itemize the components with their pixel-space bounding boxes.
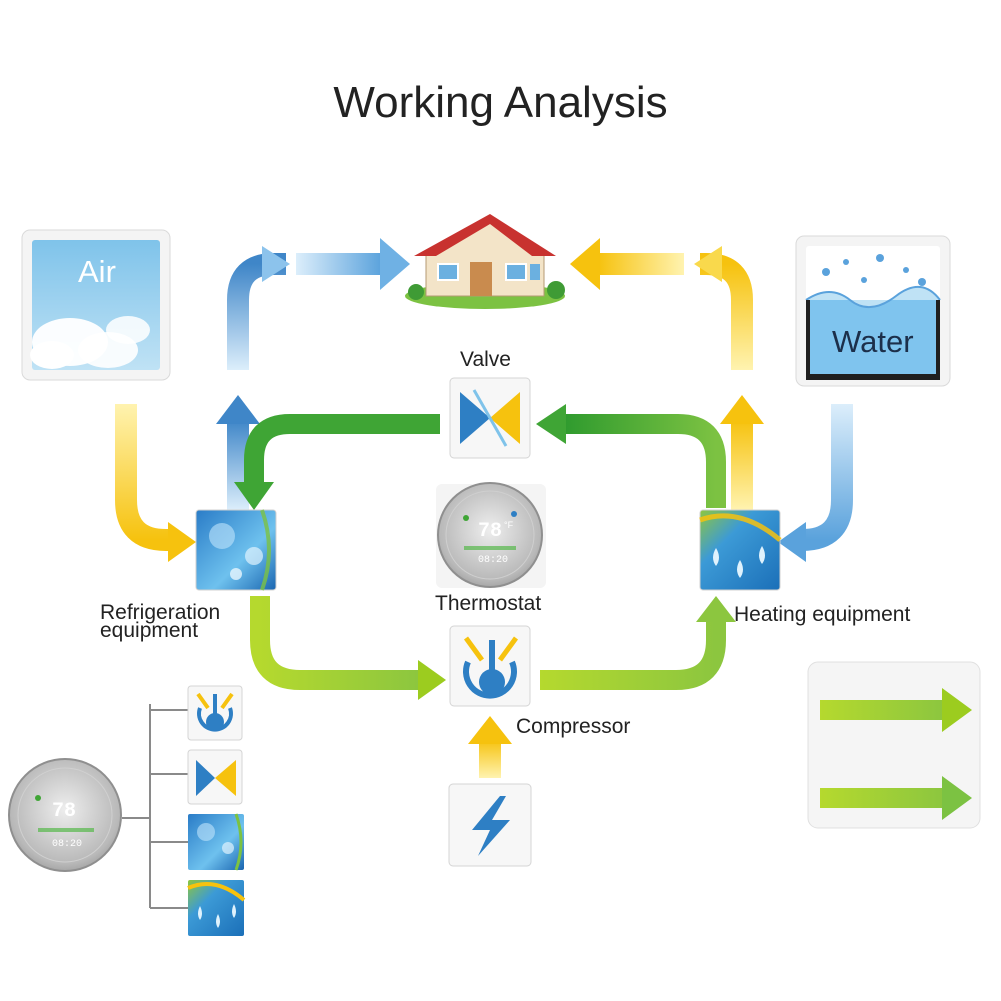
heating-to-house-arrow (570, 238, 764, 510)
lightning-icon (448, 783, 532, 867)
compressor-icon (449, 625, 531, 707)
refrigeration-label-line1: Refrigeration (100, 601, 220, 624)
valve-icon (449, 377, 531, 459)
thermostat-controls-tree: 78 08:20 (8, 685, 246, 936)
air-card: Air (21, 229, 171, 381)
heating-label: Heating equipment (734, 603, 910, 626)
legend-arrow-1 (820, 688, 972, 732)
air-to-refrigeration-arrow (115, 404, 196, 562)
thermostat-device-small: 78 08:20 (8, 758, 122, 872)
lime-loop-arrow (250, 596, 736, 700)
refrigeration-to-house-arrow (216, 238, 410, 510)
thermostat-unit: °F (504, 520, 514, 530)
legend-card (807, 661, 981, 829)
house-icon (405, 214, 565, 309)
compressor-label: Compressor (516, 715, 630, 738)
water-card: Water (795, 235, 951, 387)
water-splash-icon (822, 254, 926, 286)
cloud-icon (30, 316, 150, 369)
thermostat-small-time: 08:20 (52, 839, 82, 850)
page-title: Working Analysis (333, 78, 668, 127)
thermostat-label: Thermostat (435, 592, 541, 615)
valve-label: Valve (460, 348, 511, 371)
water-to-heating-arrow (778, 404, 853, 562)
tree-compressor-icon (187, 685, 243, 741)
refrigeration-label-line2: equipment (100, 619, 198, 642)
air-label: Air (78, 254, 116, 289)
legend-arrow-2 (820, 776, 972, 820)
thermostat-small-temperature: 78 (52, 800, 76, 823)
tree-heating-icon (187, 880, 246, 936)
tree-valve-icon (187, 749, 243, 805)
power-to-compressor-arrow (468, 716, 512, 778)
thermostat-time: 08:20 (478, 555, 508, 566)
green-loop-arrow (234, 404, 726, 510)
water-label: Water (832, 324, 914, 359)
heating-icon (699, 509, 782, 591)
thermostat-device: 78 °F 08:20 (436, 482, 546, 588)
thermostat-temperature: 78 (478, 520, 502, 543)
refrigeration-icon (195, 509, 277, 591)
tree-refrigeration-icon (188, 813, 244, 871)
